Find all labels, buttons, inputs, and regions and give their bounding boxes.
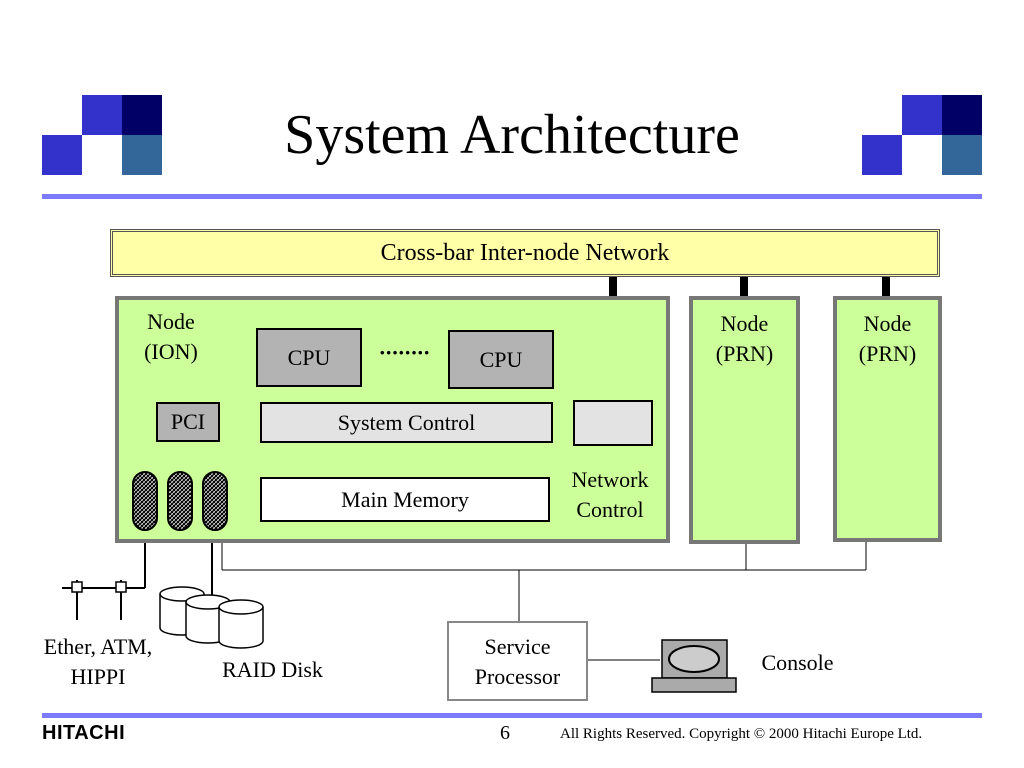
bottom-rule <box>42 713 982 718</box>
top-rule <box>42 194 982 199</box>
cpu-ellipsis: ········ <box>378 340 431 365</box>
deco-square <box>122 135 162 175</box>
crossbar-network: Cross-bar Inter-node Network <box>110 229 940 277</box>
network-control-box <box>573 400 653 446</box>
network-control-label: Network Control <box>571 467 649 522</box>
io-adapter <box>167 471 193 531</box>
page-number: 6 <box>500 722 510 744</box>
node-prn-label: Node (PRN) <box>715 311 774 366</box>
deco-square <box>82 95 122 135</box>
node-prn-label: Node (PRN) <box>858 311 917 366</box>
console-label: Console <box>761 650 834 675</box>
cpu-box: CPU <box>448 330 554 389</box>
deco-square <box>42 135 82 175</box>
deco-square <box>902 95 942 135</box>
network-link-prn-1 <box>740 277 748 298</box>
hitachi-logo: HITACHI <box>42 722 126 744</box>
io-adapter <box>132 471 158 531</box>
system-control-box: System Control <box>260 402 553 443</box>
slide-title: System Architecture <box>284 104 740 166</box>
node-prn <box>689 296 800 544</box>
io-adapter <box>202 471 228 531</box>
main-memory-box: Main Memory <box>260 477 550 522</box>
cpu-box: CPU <box>256 328 362 387</box>
copyright-text: All Rights Reserved. Copyright © 2000 Hi… <box>560 726 923 742</box>
pci-box: PCI <box>156 402 220 442</box>
node-prn <box>833 296 942 542</box>
node-ion-label: Node (ION) <box>144 309 198 364</box>
external-io-label: Ether, ATM, HIPPI <box>43 634 153 689</box>
deco-square <box>862 135 902 175</box>
deco-square <box>942 135 982 175</box>
deco-square <box>122 95 162 135</box>
service-processor-box: Service Processor <box>447 621 588 701</box>
raid-disk-label: RAID Disk <box>222 657 323 682</box>
network-link-prn-2 <box>882 277 890 298</box>
deco-square <box>942 95 982 135</box>
